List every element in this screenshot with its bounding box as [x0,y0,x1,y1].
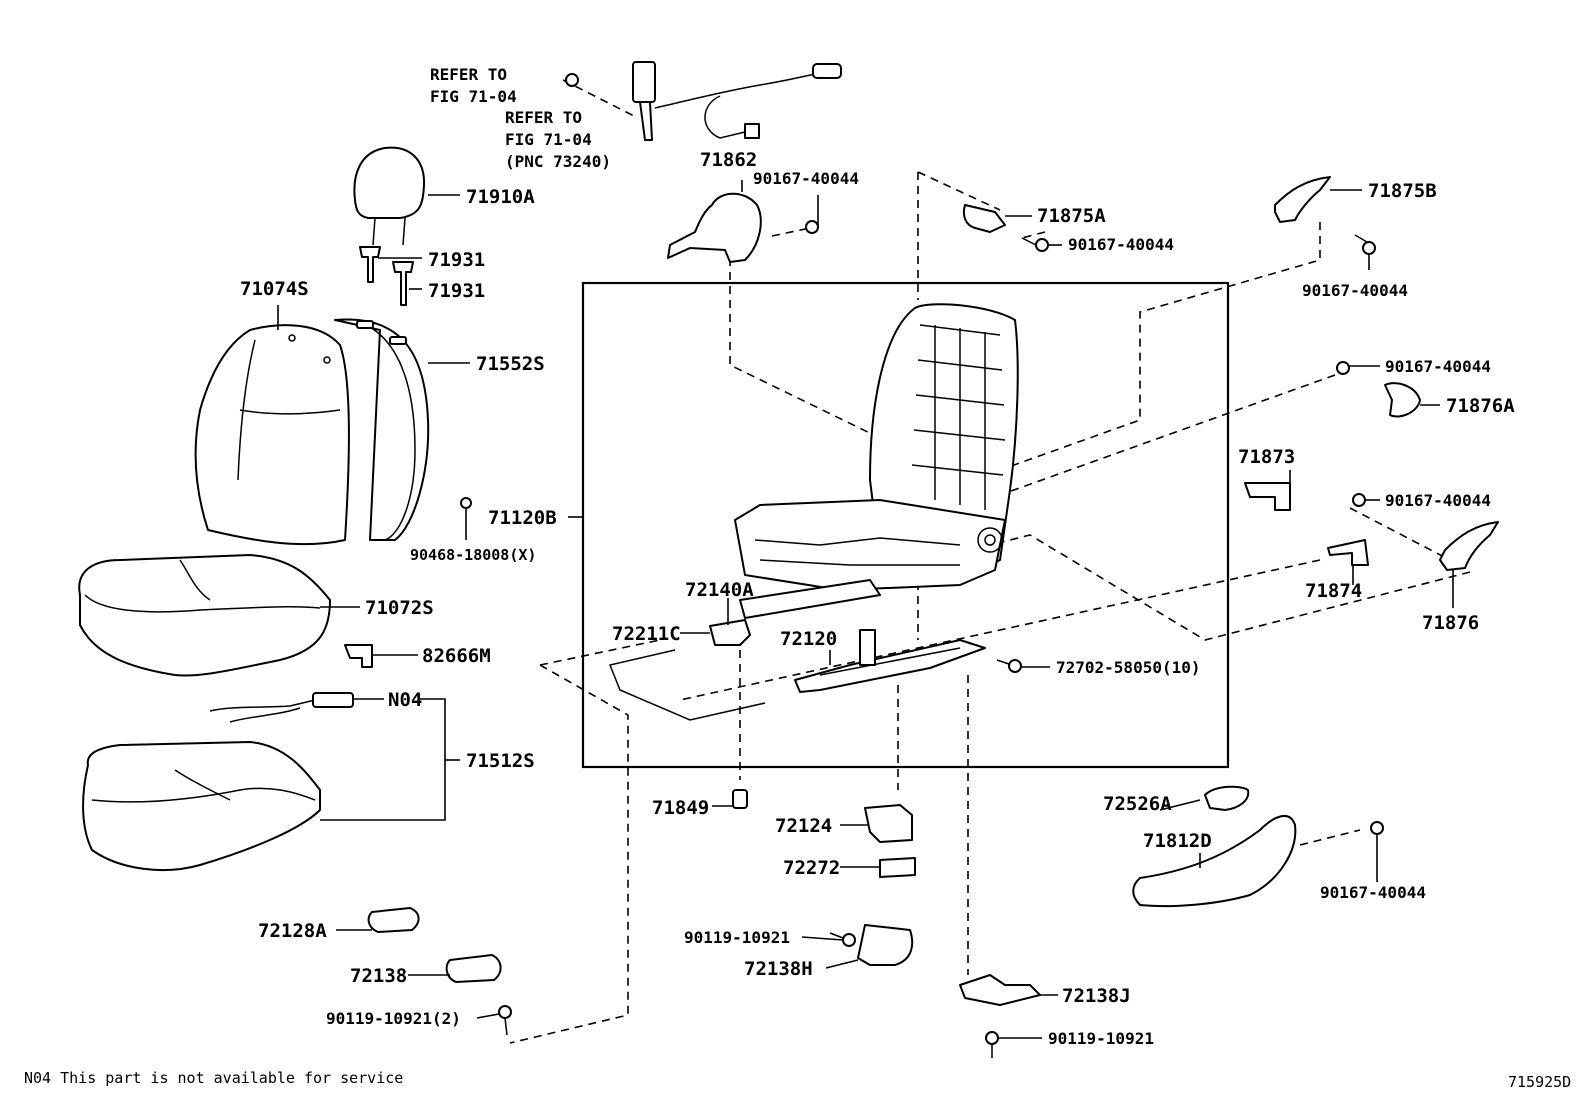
bracket-82666m [344,644,373,668]
label-72272: 72272 [783,857,840,879]
refer-note-1-line2: FIG 71-04 [430,87,517,106]
headrest-guide-support [359,246,414,306]
cover-72138h [857,924,914,966]
refer-note-1-line1: REFER TO [430,65,507,84]
label-71931-b: 71931 [428,280,485,302]
refer-note-1: REFER TO FIG 71-04 [430,65,517,106]
seat-adjuster-rail [794,629,986,693]
cover-72124 [864,804,913,843]
label-71862: 71862 [700,149,757,171]
seat-belt-buckle [565,61,842,141]
knob-72128a [367,907,420,933]
seat-cushion-pad [82,741,321,871]
cover-71875b [1274,176,1331,223]
label-90119-c: 90119-10921 [1048,1029,1154,1048]
cap-71849 [732,789,748,809]
label-72128a: 72128A [258,920,327,942]
label-72138h: 72138H [744,958,813,980]
knob-72138 [445,954,502,983]
label-72124: 72124 [775,815,832,837]
label-71552s: 71552S [476,353,545,375]
label-90119-a: 90119-10921 [684,928,790,947]
cover-71862 [667,192,762,263]
label-71074s: 71074S [240,278,309,300]
assembly-dashed-lines [509,79,1471,1044]
label-90167-a: 90167-40044 [753,169,859,188]
seatback-cover [334,318,430,541]
label-71873: 71873 [1238,446,1295,468]
seat-frame-assembly [734,303,1019,619]
label-71072s: 71072S [365,597,434,619]
figure-id: 715925D [1508,1073,1571,1091]
label-71876: 71876 [1422,612,1479,634]
label-72211c: 72211C [612,623,681,645]
refer-note-2: REFER TO FIG 71-04 (PNC 73240) [505,108,611,171]
label-90167-e: 90167-40044 [1385,491,1491,510]
footnote: N04 This part is not available for servi… [24,1069,403,1087]
wire-72211c [608,649,766,721]
label-82666m: 82666M [422,645,491,667]
label-72526a: 72526A [1103,793,1172,815]
cover-71875a [962,204,1006,233]
label-71812d: 71812D [1143,830,1212,852]
bracket-71874 [1327,539,1369,566]
seatback-pad [194,324,350,546]
label-90167-d: 90167-40044 [1385,357,1491,376]
label-72138: 72138 [350,965,407,987]
label-90167-c: 90167-40044 [1302,281,1408,300]
leader-lines [277,180,1454,1039]
knob-72526a [1204,785,1250,811]
label-72140a: 72140A [685,579,754,601]
cover-71876a [1384,382,1421,418]
label-71875a: 71875A [1037,205,1106,227]
cover-72138j [959,974,1041,1006]
label-71875b: 71875B [1368,180,1437,202]
bracket-71873 [1244,482,1291,511]
shield-71812d [1132,815,1297,908]
label-71876a: 71876A [1446,395,1515,417]
label-72120: 72120 [780,628,837,650]
seat-frame-group-box [581,281,1230,769]
label-90468: 90468-18008(X) [410,546,536,564]
clip-90468 [460,497,472,509]
label-90119-b: 90119-10921(2) [326,1009,461,1028]
label-71931-a: 71931 [428,249,485,271]
cover-72272 [879,857,916,878]
refer-note-2-line2: FIG 71-04 [505,130,592,149]
label-90167-b: 90167-40044 [1068,235,1174,254]
seat-heater-harness [209,692,354,723]
label-72702: 72702-58050(10) [1056,658,1201,677]
label-71874: 71874 [1305,580,1362,602]
lifter-link-72140a [709,619,751,646]
refer-note-2-line3: (PNC 73240) [505,152,611,171]
label-71512s: 71512S [466,750,535,772]
label-90167-f: 90167-40044 [1320,883,1426,902]
label-71910a: 71910A [466,186,535,208]
refer-note-2-line1: REFER TO [505,108,582,127]
cover-71876 [1439,521,1499,571]
label-72138j: 72138J [1062,985,1131,1007]
label-n04: N04 [388,689,422,711]
seat-cushion-cover [78,554,331,677]
label-71120b: 71120B [488,507,557,529]
headrest [353,146,426,246]
label-71849: 71849 [652,797,709,819]
